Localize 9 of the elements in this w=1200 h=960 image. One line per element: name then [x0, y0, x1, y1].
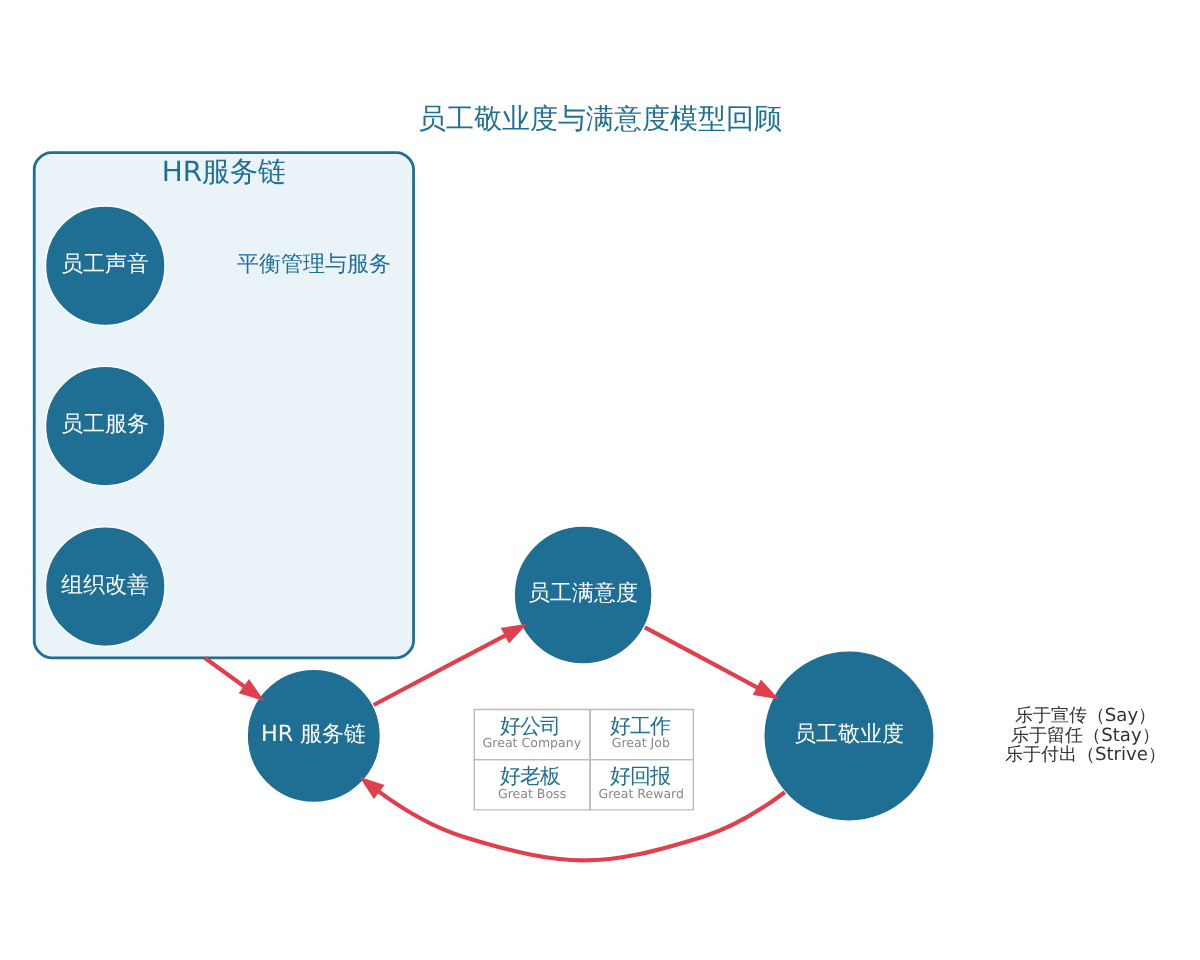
- label: 好工作: [609, 715, 670, 740]
- node-label: 乐于留任（Stay）: [1011, 726, 1160, 747]
- label: 好回报: [609, 765, 670, 790]
- node-label: 乐于付出（Strive）: [1005, 746, 1166, 767]
- label: 好公司: [500, 715, 561, 740]
- label: 好老板: [500, 765, 561, 790]
- diagram-title: 员工敬业度与满意度模型回顾: [417, 103, 782, 136]
- node-label: 平衡管理与服务: [236, 250, 391, 277]
- node-label: 乐于宣传（Say）: [1014, 707, 1157, 728]
